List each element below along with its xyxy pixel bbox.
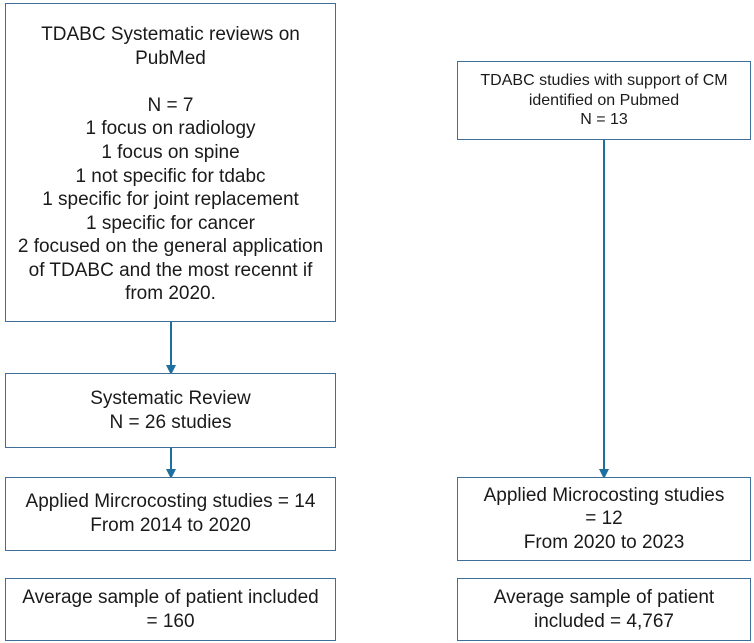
- box-text-line: Applied Mircrocosting studies = 14: [25, 491, 316, 513]
- applied-studies-box-left: Applied Mircrocosting studies = 14 From …: [5, 477, 336, 551]
- box-title-line: PubMed: [135, 47, 206, 69]
- box-text-line: 1 not specific for tdabc: [75, 165, 266, 187]
- average-sample-box-right: Average sample of patient included = 4,7…: [457, 578, 751, 641]
- box-text-line: Applied Microcosting studies: [483, 484, 725, 506]
- tdabc-cm-studies-box: TDABC studies with support of CM identif…: [457, 61, 751, 140]
- box-text-line: 1 focus on radiology: [85, 118, 256, 140]
- box-text-line: N = 7: [147, 94, 194, 116]
- box-text-line: of TDABC and the most recennt if: [28, 259, 313, 281]
- box-text-line: Systematic Review: [90, 387, 251, 409]
- box-text-line: 1 specific for cancer: [86, 212, 255, 234]
- box-title-line: TDABC Systematic reviews on: [41, 23, 300, 45]
- box-text-line: identified on Pubmed: [528, 91, 680, 109]
- box-text-line: Average sample of patient: [493, 586, 715, 608]
- box-text-line: 1 specific for joint replacement: [42, 189, 299, 211]
- box-text-line: From 2014 to 2020: [90, 515, 251, 536]
- average-sample-box-left: Average sample of patient included = 160: [5, 578, 336, 641]
- box-text-line: 2 focused on the general application: [17, 236, 324, 258]
- box-text-line: = 12: [585, 508, 623, 530]
- systematic-review-box: Systematic Review N = 26 studies: [5, 373, 336, 448]
- box-text-line: = 160: [146, 610, 195, 632]
- box-text-line: N = 26 studies: [109, 411, 232, 433]
- systematic-reviews-box: TDABC Systematic reviews on PubMed N = 7…: [5, 3, 336, 322]
- box-text-line: From 2020 to 2023: [523, 531, 685, 553]
- box-text-line: N = 13: [580, 111, 628, 129]
- box-text-line: TDABC studies with support of CM: [480, 71, 728, 89]
- box-text-line: 1 focus on spine: [101, 141, 240, 163]
- box-text-line: included = 4,767: [534, 610, 674, 632]
- box-text-line: from 2020.: [125, 283, 216, 305]
- applied-studies-box-right: Applied Microcosting studies = 12 From 2…: [457, 477, 751, 561]
- box-text-line: Average sample of patient included: [22, 586, 319, 608]
